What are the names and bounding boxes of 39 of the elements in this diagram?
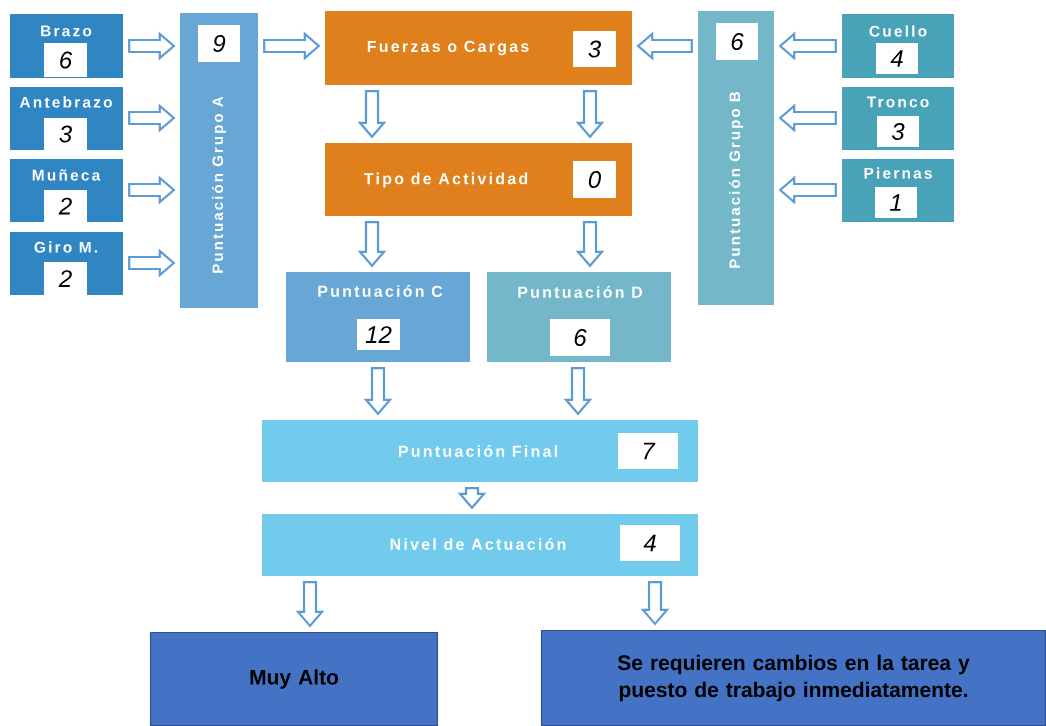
block-arrow	[128, 248, 176, 278]
score-box: 7	[618, 433, 678, 469]
score-box: 6	[716, 23, 758, 60]
block-arrow	[640, 581, 670, 626]
block-arrow	[128, 103, 176, 133]
block-arrow	[457, 487, 487, 510]
score-box: 12	[357, 319, 400, 350]
block-arrow	[263, 31, 321, 61]
block-arrow	[778, 175, 837, 205]
score-box: 3	[44, 118, 87, 150]
node-label: 2	[58, 197, 72, 215]
block-arrow	[575, 221, 605, 268]
block-arrow	[778, 103, 837, 133]
score-box: 9	[198, 25, 240, 62]
node-label: 2	[58, 270, 72, 287]
score-box: 3	[573, 31, 616, 67]
score-box: 6	[550, 319, 610, 356]
node-label: 6	[60, 51, 73, 69]
result-box: Se requieren cambios en la tarea y puesto de trabajo inmediatamente.	[540, 629, 1046, 726]
block-arrow	[778, 31, 837, 61]
block-arrow	[357, 221, 387, 268]
block-arrow	[128, 175, 176, 205]
score-box: 4	[620, 525, 680, 561]
block-arrow	[575, 90, 605, 139]
block-arrow	[128, 31, 176, 61]
node-label: 3	[59, 125, 72, 143]
block-arrow	[636, 31, 693, 61]
score-box: 2	[44, 262, 87, 295]
block-arrow	[563, 367, 593, 416]
score-box: 3	[877, 116, 919, 147]
block-arrow	[357, 90, 387, 139]
result-box: Muy Alto	[149, 631, 439, 726]
score-box: 0	[573, 161, 616, 198]
score-box: 1	[875, 187, 917, 218]
score-box: 2	[44, 190, 87, 222]
block-arrow	[295, 581, 325, 628]
score-box: 6	[44, 43, 87, 77]
block-arrow	[363, 367, 393, 416]
score-box: 4	[876, 43, 918, 74]
